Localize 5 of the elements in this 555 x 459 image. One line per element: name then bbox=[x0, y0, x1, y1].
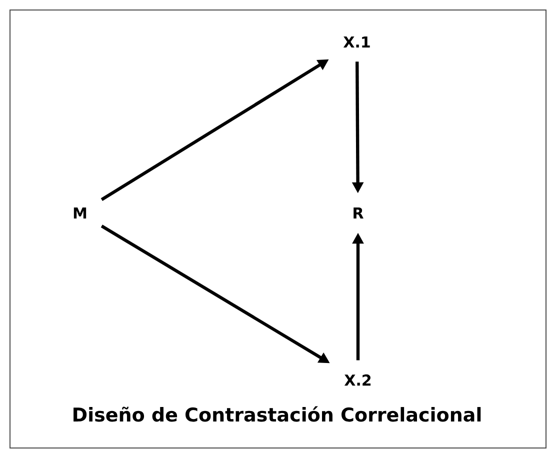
node-label: X.1 bbox=[343, 36, 370, 48]
node-label: X.2 bbox=[344, 374, 371, 386]
caption: Diseño de Contrastación Correlacional bbox=[74, 406, 481, 422]
node-label: M bbox=[74, 208, 86, 218]
node-label: R bbox=[354, 208, 364, 218]
